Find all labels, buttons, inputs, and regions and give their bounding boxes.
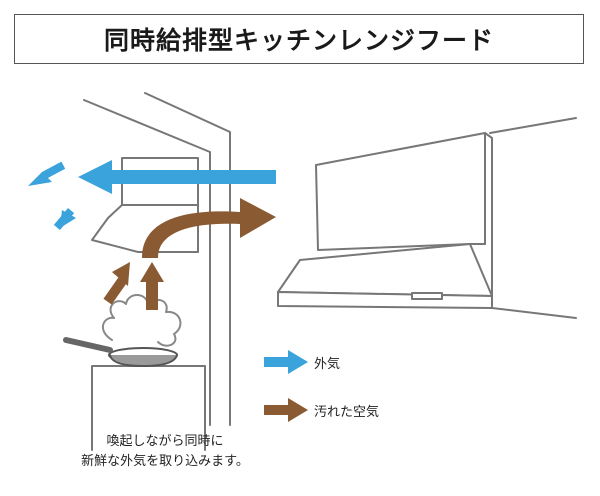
legend-outside-air-arrow-icon xyxy=(264,350,308,374)
dirty-air-up-2 xyxy=(103,277,127,305)
legend-outside-air-label: 外気 xyxy=(314,357,341,372)
outside-air-arrow-shaft xyxy=(108,170,276,184)
page-title: 同時給排型キッチンレンジフード xyxy=(103,26,494,55)
pan-handle xyxy=(63,337,113,353)
dirty-air-up-1 xyxy=(146,280,158,310)
legend-dirty-air-arrow-icon xyxy=(264,398,308,422)
wall-outline xyxy=(83,99,211,426)
outside-air-arrows xyxy=(28,160,276,230)
steam-cloud xyxy=(101,294,182,347)
legend-dirty-air-label: 汚れた空気 xyxy=(314,405,380,420)
caption-line-1: 喚起しながら同時に xyxy=(106,434,224,449)
title-box: 同時給排型キッチンレンジフード xyxy=(14,14,584,64)
caption-line-2: 新鮮な外気を取り込みます。 xyxy=(81,454,249,469)
outside-air-arrow-head xyxy=(78,160,112,194)
dirty-air-curve xyxy=(142,211,240,258)
wall-outline-back xyxy=(144,92,231,426)
right-range-hood xyxy=(277,117,577,319)
dirty-air-arrows xyxy=(103,198,276,310)
outside-air-small-arrow-1 xyxy=(28,172,52,186)
caption: 喚起しながら同時に 新鮮な外気を取り込みます。 xyxy=(40,432,290,472)
dirty-air-arrow-head xyxy=(240,198,276,238)
